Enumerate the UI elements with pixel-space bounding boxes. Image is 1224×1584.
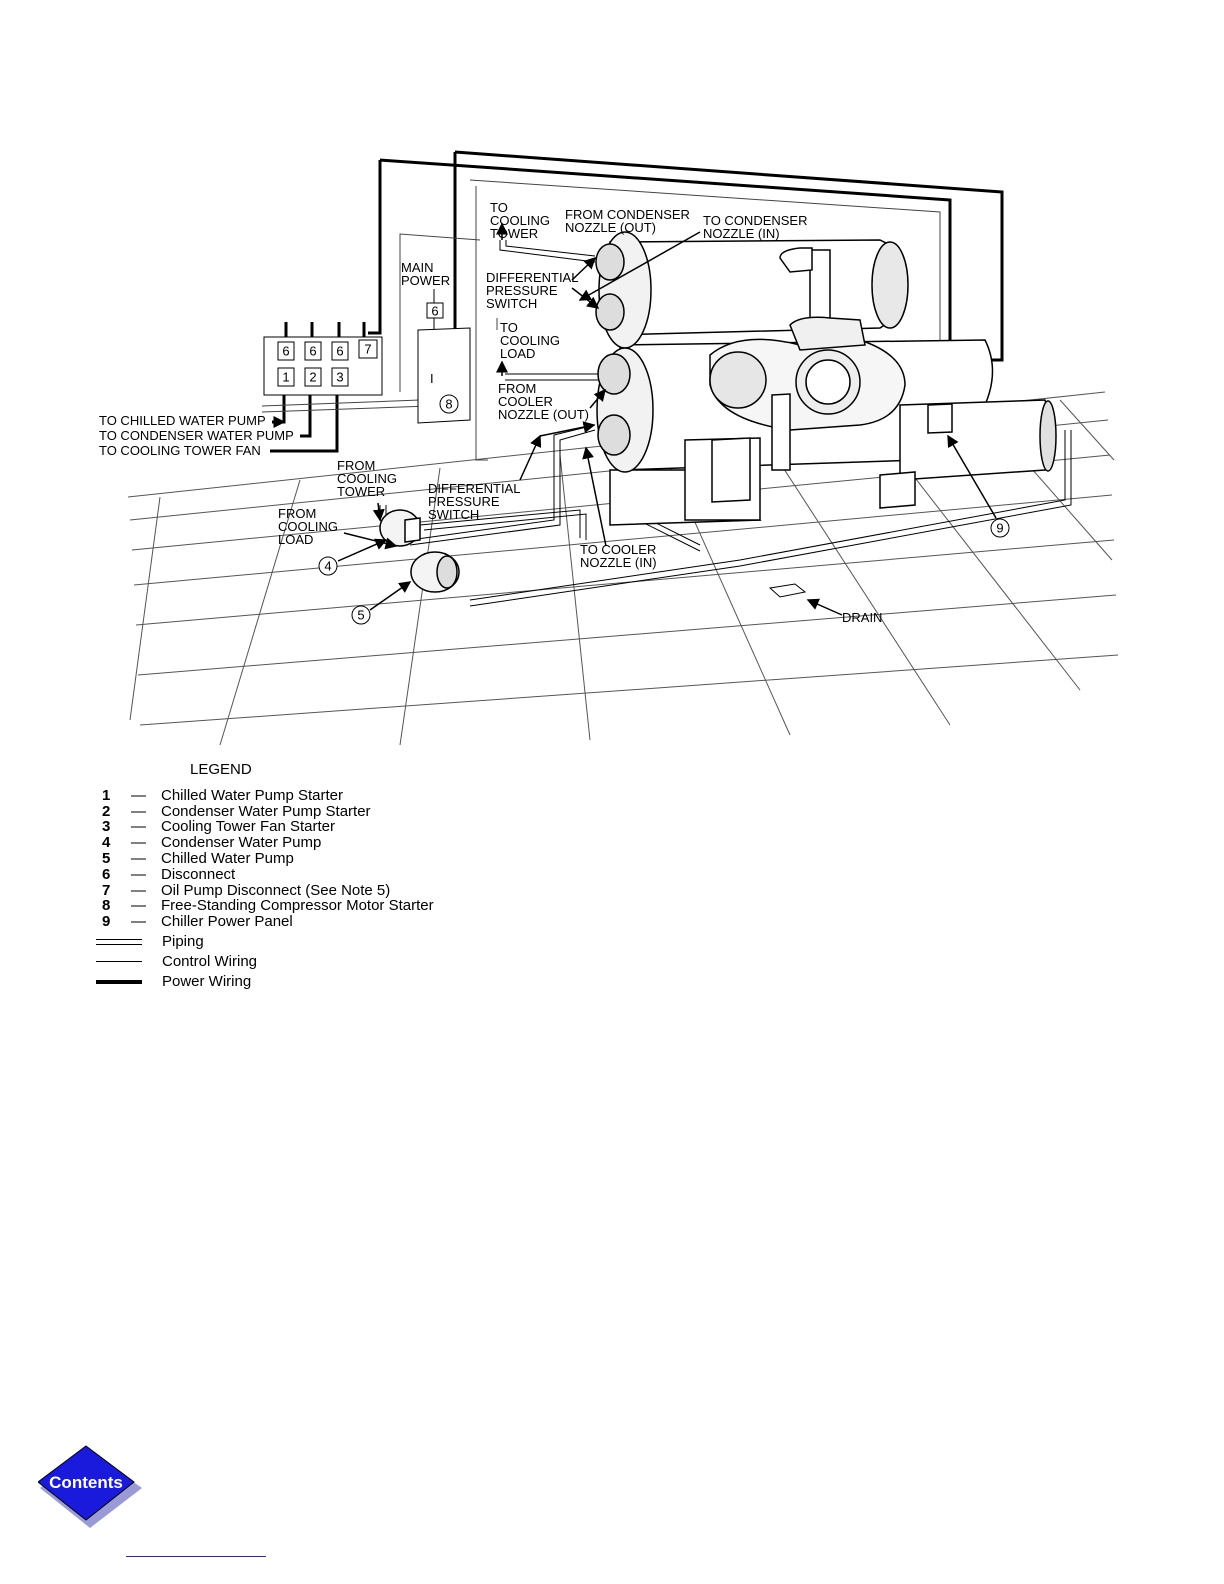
legend-item-description: Cooling Tower Fan Starter [161, 818, 335, 836]
label-to-cooling-tower-fan: TO COOLING TOWER FAN [99, 443, 261, 458]
legend-line-label: Power Wiring [162, 973, 252, 991]
legend-dash: — [131, 786, 146, 804]
legend-item-description: Chiller Power Panel [161, 913, 293, 931]
legend-item-description: Disconnect [161, 865, 236, 883]
disconnect-box-3-label: 6 [336, 344, 343, 359]
label-drain: DRAIN [842, 610, 882, 625]
legend-item: 7 — Oil Pump Disconnect (See Note 5) [96, 881, 616, 899]
legend-item: 9 — Chiller Power Panel [96, 914, 616, 930]
legend-item: 3 — Cooling Tower Fan Starter [96, 819, 616, 835]
motor-starter-mark: I [430, 371, 434, 386]
legend-item-number: 7 [102, 881, 111, 899]
legend-item: 2 — Condenser Water Pump Starter [96, 802, 616, 820]
legend-item-description: Oil Pump Disconnect (See Note 5) [161, 881, 391, 899]
disconnect-box-1-label: 6 [282, 344, 289, 359]
legend-item-description: Chilled Water Pump [161, 849, 294, 867]
legend-item: 5 — Chilled Water Pump [96, 851, 616, 867]
legend-line-piping: Piping [96, 932, 616, 952]
legend: LEGEND 1 — Chilled Water Pump Starter 2 — Con… [96, 762, 616, 992]
label-to-condenser-water-pump: TO CONDENSER WATER PUMP [99, 428, 294, 443]
legend-item-number: 8 [102, 897, 111, 915]
callout-5: 5 [357, 608, 364, 623]
legend-dash: — [131, 881, 146, 899]
leader-arrows [273, 222, 997, 616]
legend-dash: — [131, 849, 146, 867]
callout-8: 8 [445, 397, 452, 412]
contents-label: Contents [49, 1473, 123, 1492]
legend-line-label: Piping [162, 933, 204, 951]
legend-item-description: Condenser Water Pump Starter [161, 802, 371, 820]
legend-dash: — [131, 818, 146, 836]
legend-item-number: 6 [102, 865, 111, 883]
legend-item: 6 — Disconnect [96, 865, 616, 883]
motor-starter-cabinet [417, 289, 471, 424]
chiller-installation-diagram: 6 6 6 7 1 2 3 6 I 8 4 5 9 [99, 150, 1119, 746]
legend-dash: — [131, 865, 146, 883]
legend-dash: — [131, 897, 146, 915]
label-to-chilled-water-pump: TO CHILLED WATER PUMP [99, 413, 266, 428]
callout-circles [318, 518, 1010, 625]
chiller-unit [595, 231, 1057, 526]
legend-item-number: 4 [102, 834, 111, 852]
legend-item-description: Chilled Water Pump Starter [161, 786, 344, 804]
legend-dash: — [131, 802, 146, 820]
starter-box-2-label: 2 [309, 370, 316, 385]
legend-item: 4 — Condenser Water Pump [96, 835, 616, 851]
legend-item: 1 — Chilled Water Pump Starter [96, 786, 616, 804]
drain [768, 583, 807, 598]
legend-item-description: Condenser Water Pump [161, 834, 322, 852]
legend-dash: — [131, 834, 146, 852]
legend-line-power: Power Wiring [96, 972, 616, 992]
legend-item-number: 9 [102, 913, 111, 931]
legend-item-number: 1 [102, 786, 111, 804]
legend-item-description: Free-Standing Compressor Motor Starter [161, 897, 434, 915]
contents-link-underline [126, 1556, 266, 1557]
contents-diamond-icon: Contents [37, 1445, 142, 1528]
oil-disconnect-box-label: 7 [364, 342, 371, 357]
legend-swatch-piping [96, 938, 144, 945]
legend-swatch-control [96, 961, 144, 963]
legend-item: 8 — Free-Standing Compressor Motor Starter [96, 898, 616, 914]
legend-swatch-power [96, 979, 144, 984]
legend-item-number: 2 [102, 802, 111, 820]
starter-box-cluster [263, 336, 383, 396]
contents-button[interactable]: Contents [37, 1444, 148, 1534]
legend-title: LEGEND [190, 761, 252, 778]
legend-items: 1 — Chilled Water Pump Starter 2 — Condenser … [96, 786, 616, 930]
legend-item-number: 5 [102, 849, 111, 867]
starter-box-1-label: 1 [282, 370, 289, 385]
callout-9: 9 [996, 521, 1003, 536]
legend-line-label: Control Wiring [162, 953, 258, 971]
legend-dash: — [131, 913, 146, 931]
starter-box-3-label: 3 [336, 370, 343, 385]
main-power-disconnect-label: 6 [431, 304, 438, 319]
callout-4: 4 [324, 559, 331, 574]
disconnect-box-2-label: 6 [309, 344, 316, 359]
pumps [379, 509, 460, 593]
legend-item-number: 3 [102, 818, 111, 836]
legend-line-control: Control Wiring [96, 952, 616, 972]
